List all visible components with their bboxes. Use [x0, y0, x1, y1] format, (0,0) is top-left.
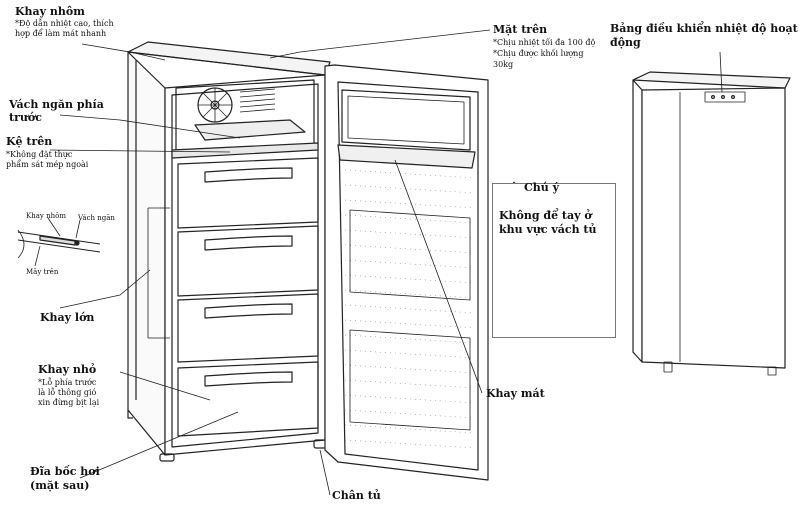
label-dia-boc-hoi-2: (mặt sau) [30, 479, 90, 492]
inset-tray-detail [17, 229, 101, 259]
label-khay-mat: Khay mát [486, 387, 545, 400]
warning-line-2: khu vực vách tủ [499, 223, 597, 236]
drawer-3 [177, 293, 319, 363]
label-dia-boc-hoi-1: Đĩa bốc hơi [30, 465, 100, 478]
freezer-body [127, 41, 331, 462]
drawer-4 [177, 361, 319, 437]
note-khay-nhom-1: *Độ dẫn nhiệt cao, thích [15, 19, 114, 28]
label-bang-dieu-khien-2: động [610, 36, 641, 49]
note-khay-nho-2: là lỗ thông gió [38, 388, 97, 397]
label-ke-tren: Kệ trên [6, 135, 53, 148]
inset-label-vach-ngan: Vách ngăn [78, 214, 115, 222]
drawer-1 [177, 157, 319, 229]
label-vach-ngan-2: trước [9, 111, 42, 124]
note-ke-tren-2: phẩm sát mép ngoài [6, 160, 89, 169]
freezer-door [324, 64, 489, 481]
note-khay-nho-3: xin đừng bịt lại [38, 398, 100, 407]
small-freezer [632, 71, 791, 376]
label-khay-nhom: Khay nhôm [15, 5, 85, 18]
label-mat-tren: Mặt trên [493, 23, 548, 36]
note-mat-tren-1: *Chịu nhiệt tối đa 100 độ [493, 38, 596, 47]
leader-lines [34, 29, 723, 496]
note-khay-nhom-2: hợp để làm mát nhanh [15, 29, 107, 38]
note-ke-tren-1: *Không đặt thực [6, 150, 73, 159]
warning-line-1: Không để tay ở [499, 209, 592, 222]
label-chan-tu: Chân tủ [332, 489, 381, 502]
note-mat-tren-3: 30kg [493, 60, 514, 69]
warning-title: Chú ý [524, 181, 559, 194]
drawer-2 [177, 225, 319, 297]
inset-label-may-tren: Mây trên [26, 268, 59, 276]
note-mat-tren-2: *Chịu được khối lượng [493, 49, 584, 58]
label-khay-lon: Khay lớn [40, 311, 95, 324]
inset-label-khay-nhom: Khay nhôm [26, 212, 66, 220]
label-vach-ngan-1: Vách ngăn phía [9, 98, 104, 111]
label-bang-dieu-khien-1: Bảng điều khiển nhiệt độ hoạt [610, 22, 798, 35]
warning-box [492, 183, 616, 338]
note-khay-nho-1: *Lỗ phía trước [38, 378, 97, 387]
label-khay-nho: Khay nhỏ [38, 363, 97, 376]
